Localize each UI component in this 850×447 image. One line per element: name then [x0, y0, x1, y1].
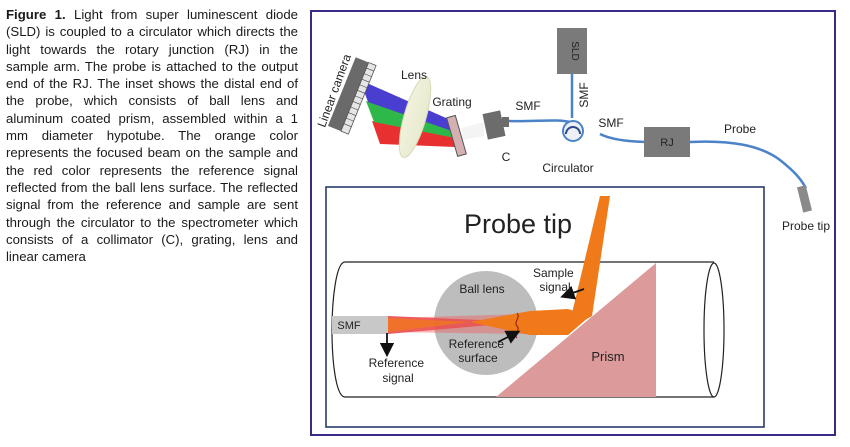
sample-signal-line-2: signal: [539, 280, 570, 294]
inset-smf: [332, 316, 388, 334]
reference-signal-line-1: Reference: [369, 356, 425, 370]
prism-shape: [496, 263, 656, 397]
figure-frame: [310, 10, 836, 436]
reference-surface-line-2: surface: [458, 351, 498, 365]
inset-title: Probe tip: [464, 209, 572, 239]
spectrometer-lens: [398, 76, 432, 158]
sample-signal-arrow: [560, 285, 585, 300]
orange-upward-beam: [568, 196, 610, 330]
prism-label: Prism: [591, 349, 624, 364]
caption-text: Light from super luminescent diode (SLD)…: [6, 7, 299, 265]
grating-plate: [446, 114, 467, 157]
orange-sample-beam: [388, 318, 470, 332]
figure-caption: Figure 1. Light from super luminescent d…: [6, 6, 298, 265]
reference-signal-label: Reference signal: [369, 356, 428, 385]
probe-label: Probe: [724, 122, 756, 136]
inset-smf-label: SMF: [337, 320, 361, 332]
grating-label: Grating: [432, 95, 471, 109]
sample-signal-line-1: Sample: [533, 266, 574, 280]
smf-vertical-label: SMF: [577, 82, 591, 107]
reference-surface-arrow: [497, 330, 521, 344]
fiber-to-collimator: [507, 119, 576, 125]
collimator-body: [482, 110, 506, 140]
sld-label: SLD: [569, 41, 580, 60]
circulator-icon: [562, 120, 584, 142]
ball-lens-label: Ball lens: [459, 282, 504, 296]
smf-left-label: SMF: [515, 99, 540, 113]
caption-label: Figure 1.: [6, 7, 66, 22]
circulator-arc: [565, 126, 581, 135]
rj-box: [644, 127, 690, 157]
lens-label: Lens: [401, 68, 427, 82]
fiber-rj-to-probe: [689, 140, 808, 189]
probe-tip-outer-label: Probe tip: [782, 219, 830, 233]
reference-surface-label: Reference surface: [449, 337, 508, 365]
smf-right-label: SMF: [598, 116, 623, 130]
orange-focus-beam: [470, 309, 590, 335]
reference-signal-line-2: signal: [382, 371, 413, 385]
linear-camera: [327, 57, 377, 135]
hypotube-right-end: [703, 262, 725, 398]
circulator-label: Circulator: [542, 161, 593, 175]
sld-box: [557, 28, 587, 74]
collimator-label: C: [502, 150, 511, 164]
beam-white: [462, 122, 484, 140]
rj-label: RJ: [660, 137, 673, 149]
probe-tip-body: [796, 185, 812, 213]
reference-surface-line-1: Reference: [449, 337, 505, 351]
sample-signal-label: Sample signal: [533, 266, 577, 294]
collimator-tip: [502, 117, 509, 127]
